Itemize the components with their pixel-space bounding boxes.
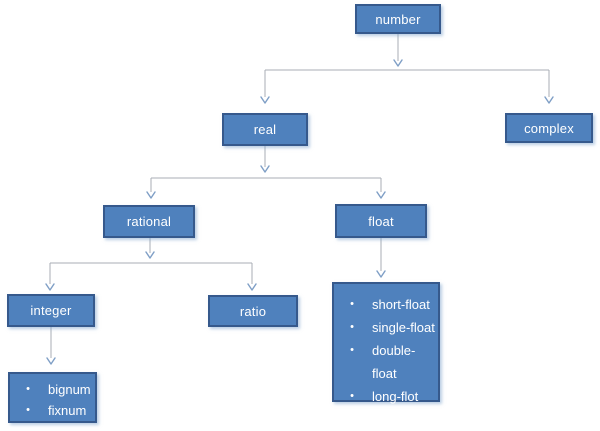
connector-float-list — [376, 238, 386, 278]
node-float-label: float — [368, 213, 394, 229]
node-number: number — [355, 4, 441, 34]
connector-real-children — [146, 146, 386, 199]
list-item-label: long-flot — [372, 389, 419, 404]
integer-subtypes: • bignum • fixnum — [10, 379, 95, 421]
list-item: • double- float — [334, 339, 438, 385]
bullet-icon: • — [350, 344, 354, 356]
connector-integer-list — [46, 327, 56, 365]
list-item-label: single-float — [372, 320, 435, 335]
connector-rational-children — [45, 238, 257, 291]
bullet-icon: • — [350, 298, 354, 310]
node-complex: complex — [505, 113, 593, 143]
node-integer: integer — [7, 294, 95, 327]
node-real: real — [222, 113, 308, 146]
list-item-label: bignum — [48, 382, 91, 397]
list-item-label: double- float — [372, 343, 416, 381]
node-ratio: ratio — [208, 295, 298, 327]
node-number-label: number — [375, 11, 421, 27]
node-complex-label: complex — [524, 120, 574, 136]
node-float: float — [335, 204, 427, 238]
bullet-icon: • — [350, 321, 354, 333]
bullet-icon: • — [26, 383, 30, 395]
list-item: • fixnum — [10, 400, 95, 421]
bullet-icon: • — [350, 390, 354, 402]
list-item: • long-flot — [334, 385, 438, 408]
node-rational-label: rational — [126, 214, 172, 229]
node-float-subtypes-list: • short-float • single-float • double- f… — [332, 282, 440, 404]
bullet-icon: • — [26, 404, 30, 416]
list-item-label: fixnum — [48, 403, 87, 418]
float-subtypes: • short-float • single-float • double- f… — [334, 293, 438, 408]
list-item: • bignum — [10, 379, 95, 400]
node-real-label: real — [253, 122, 277, 137]
connector-number-children — [260, 34, 554, 104]
list-item: • short-float — [334, 293, 438, 316]
node-integer-label: integer — [30, 303, 72, 318]
node-ratio-label: ratio — [239, 303, 267, 319]
list-item-label: short-float — [372, 297, 430, 312]
node-integer-subtypes-list: • bignum • fixnum — [8, 372, 97, 423]
node-rational: rational — [103, 205, 195, 238]
list-item: • single-float — [334, 316, 438, 339]
